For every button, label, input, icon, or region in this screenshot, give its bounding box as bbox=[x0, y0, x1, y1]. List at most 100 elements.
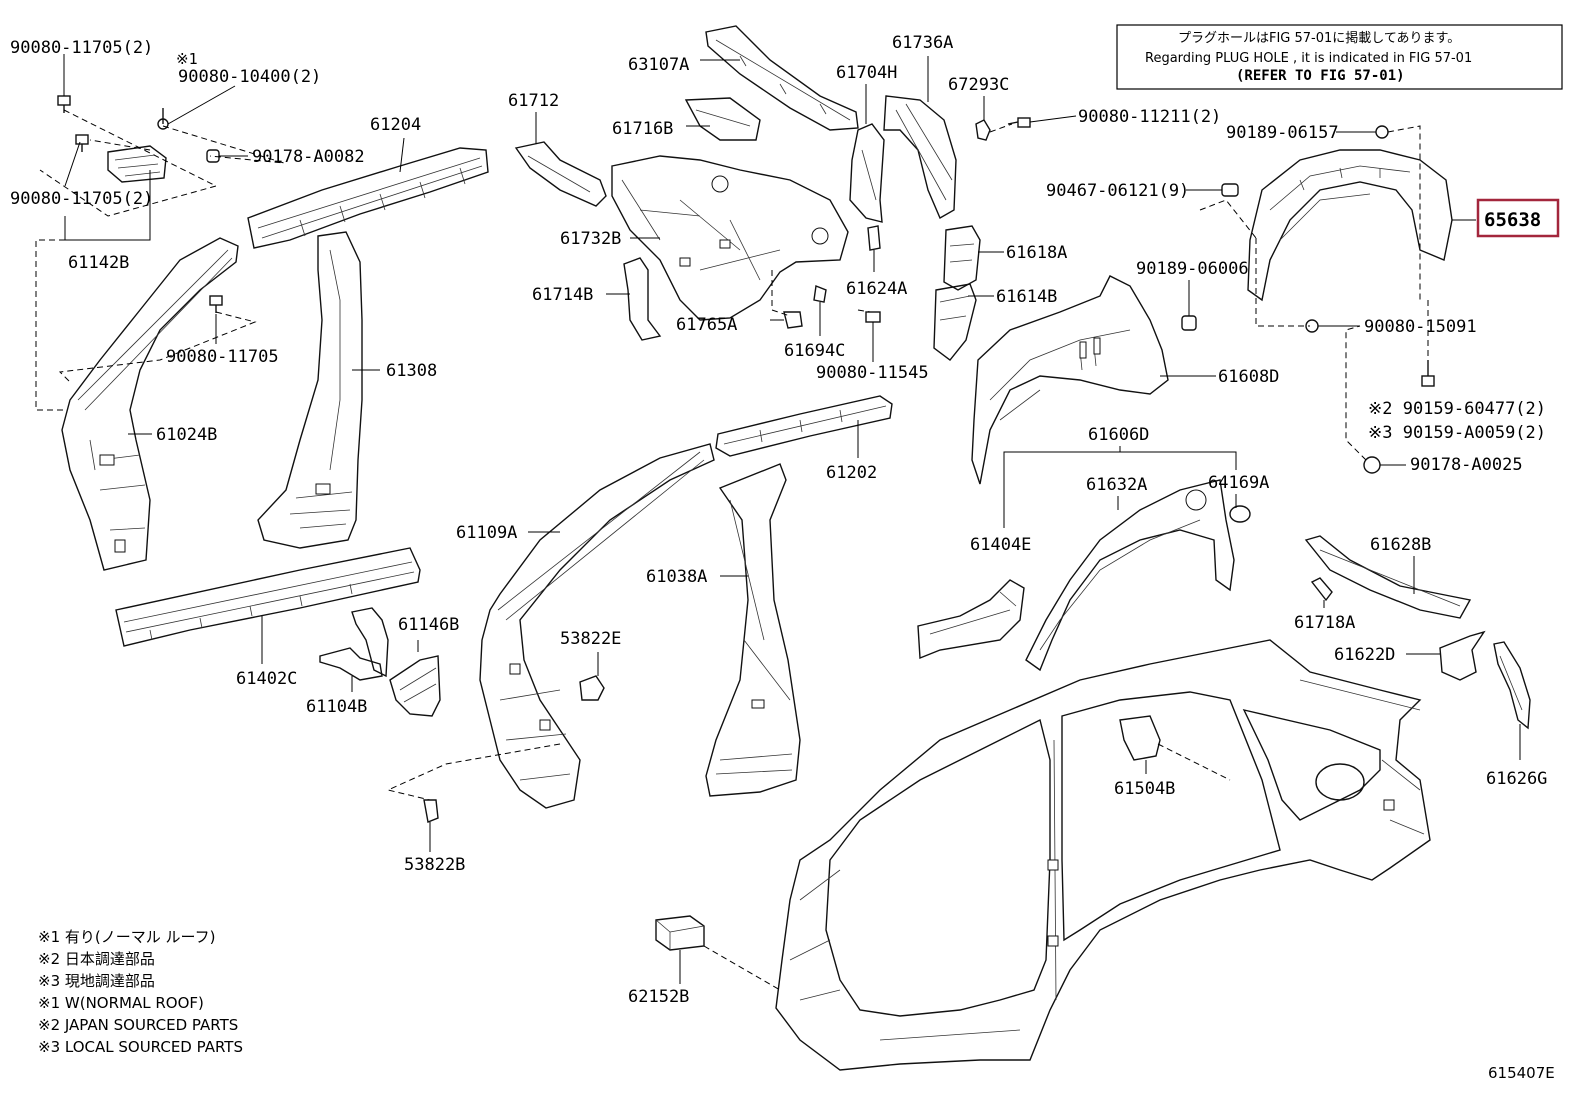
bolt-icon bbox=[209, 295, 223, 313]
label-61732b[interactable]: 61732B bbox=[560, 229, 621, 249]
screw-icon bbox=[1421, 300, 1435, 387]
label-61308[interactable]: 61308 bbox=[386, 361, 437, 381]
label-61736a[interactable]: 61736A bbox=[892, 33, 953, 53]
label-90080-11705-2-mid[interactable]: 90080-11705(2) bbox=[10, 189, 153, 209]
figure-number: 615407E bbox=[1488, 1064, 1555, 1082]
label-61718a[interactable]: 61718A bbox=[1294, 613, 1355, 633]
part-61732b bbox=[611, 155, 849, 321]
part-61104b bbox=[319, 647, 383, 692]
part-61714b bbox=[606, 257, 662, 341]
label-61622d[interactable]: 61622D bbox=[1334, 645, 1395, 665]
part-62152b bbox=[655, 915, 781, 991]
label-61038a[interactable]: 61038A bbox=[646, 567, 707, 587]
label-61628b[interactable]: 61628B bbox=[1370, 535, 1431, 555]
label-90178-a0082[interactable]: 90178-A0082 bbox=[252, 147, 365, 167]
part-61628b bbox=[1304, 535, 1472, 619]
label-90080-11705-2-top[interactable]: 90080-11705(2) bbox=[10, 38, 153, 58]
hinge-bracket-part bbox=[107, 145, 167, 183]
legend-line-5: ※2 JAPAN SOURCED PARTS bbox=[38, 1016, 238, 1034]
label-61146b[interactable]: 61146B bbox=[398, 615, 459, 635]
nut-icon bbox=[857, 309, 881, 362]
label-61714b[interactable]: 61714B bbox=[532, 285, 593, 305]
legend-line-4: ※1 W(NORMAL ROOF) bbox=[38, 994, 204, 1012]
label-90080-11545[interactable]: 90080-11545 bbox=[816, 363, 929, 383]
bracket-61606d bbox=[1003, 446, 1237, 528]
label-61204[interactable]: 61204 bbox=[370, 115, 421, 135]
bolt-icon bbox=[57, 54, 71, 113]
label-90189-06006[interactable]: 90189-06006 bbox=[1136, 259, 1249, 279]
label-61618a[interactable]: 61618A bbox=[1006, 243, 1067, 263]
label-65638[interactable]: 65638 bbox=[1484, 209, 1541, 231]
label-63107a[interactable]: 63107A bbox=[628, 55, 689, 75]
label-61716b[interactable]: 61716B bbox=[612, 119, 673, 139]
highlight-65638[interactable]: 65638 bbox=[1476, 198, 1560, 238]
label-53822b[interactable]: 53822B bbox=[404, 855, 465, 875]
label-61404e[interactable]: 61404E bbox=[970, 535, 1031, 555]
part-61712 bbox=[514, 112, 607, 207]
label-61712[interactable]: 61712 bbox=[508, 91, 559, 111]
legend-line-6: ※3 LOCAL SOURCED PARTS bbox=[38, 1038, 243, 1056]
part-61622d bbox=[1406, 630, 1486, 681]
label-90159-60477-2[interactable]: ※2 90159-60477(2) bbox=[1368, 399, 1546, 419]
label-90080-10400-2[interactable]: 90080-10400(2) bbox=[178, 67, 321, 87]
part-61146b bbox=[351, 607, 441, 717]
plug-hole-note: プラグホールはFIG 57-01に掲載してあります。 Regarding PLU… bbox=[1116, 24, 1563, 90]
label-61632a[interactable]: 61632A bbox=[1086, 475, 1147, 495]
label-90080-11705[interactable]: 90080-11705 bbox=[166, 347, 279, 367]
part-61632a bbox=[1025, 479, 1235, 672]
label-90178-a0025[interactable]: 90178-A0025 bbox=[1410, 455, 1523, 475]
label-61624a[interactable]: 61624A bbox=[846, 279, 907, 299]
part-61614b bbox=[933, 283, 994, 361]
label-67293c[interactable]: 67293C bbox=[948, 75, 1009, 95]
label-90189-06157[interactable]: 90189-06157 bbox=[1226, 123, 1339, 143]
legend: ※1 有り(ノーマル ルーフ) ※2 日本調達部品 ※3 現地調達部品 ※1 W… bbox=[38, 928, 243, 1056]
label-90467-06121-9[interactable]: 90467-06121(9) bbox=[1046, 181, 1189, 201]
part-61736a bbox=[883, 56, 957, 219]
part-61024b bbox=[58, 237, 257, 571]
part-61624a bbox=[867, 225, 881, 272]
part-61718a bbox=[1310, 577, 1333, 608]
label-61402c[interactable]: 61402C bbox=[236, 669, 297, 689]
label-61765a[interactable]: 61765A bbox=[676, 315, 737, 335]
part-61765a-61694c bbox=[770, 270, 827, 336]
label-61142b[interactable]: 61142B bbox=[68, 253, 129, 273]
clip-icon bbox=[1186, 183, 1257, 239]
note-line-2: Regarding PLUG HOLE , it is indicated in… bbox=[1145, 51, 1472, 66]
part-61202 bbox=[715, 395, 893, 458]
part-61404e bbox=[917, 579, 1025, 660]
screw-icon bbox=[1336, 125, 1421, 300]
bolt-icon bbox=[989, 115, 1077, 133]
label-90080-11211-2[interactable]: 90080-11211(2) bbox=[1078, 107, 1221, 127]
part-group-61142b bbox=[35, 54, 285, 411]
legend-line-1: ※1 有り(ノーマル ルーフ) bbox=[38, 928, 215, 946]
label-61704h[interactable]: 61704H bbox=[836, 63, 897, 83]
label-90080-15091[interactable]: 90080-15091 bbox=[1364, 317, 1477, 337]
label-61109a[interactable]: 61109A bbox=[456, 523, 517, 543]
part-61402c bbox=[115, 547, 421, 664]
part-61608d bbox=[971, 275, 1216, 485]
label-61626g[interactable]: 61626G bbox=[1486, 769, 1547, 789]
label-61614b[interactable]: 61614B bbox=[996, 287, 1057, 307]
label-62152b[interactable]: 62152B bbox=[628, 987, 689, 1007]
nut-icon bbox=[1345, 325, 1406, 474]
label-53822e[interactable]: 53822E bbox=[560, 629, 621, 649]
part-61716b bbox=[684, 97, 761, 141]
part-61204 bbox=[247, 137, 489, 249]
label-61024b[interactable]: 61024B bbox=[156, 425, 217, 445]
part-61038a bbox=[705, 463, 801, 797]
label-61606d[interactable]: 61606D bbox=[1088, 425, 1149, 445]
label-61608d[interactable]: 61608D bbox=[1218, 367, 1279, 387]
label-64169a[interactable]: 64169A bbox=[1208, 473, 1269, 493]
label-61104b[interactable]: 61104B bbox=[306, 697, 367, 717]
label-90159-a0059-2[interactable]: ※3 90159-A0059(2) bbox=[1368, 423, 1546, 443]
clip-icon bbox=[206, 149, 248, 163]
part-61626g bbox=[1493, 641, 1531, 760]
part-61308 bbox=[257, 231, 380, 549]
bolt-icon bbox=[64, 134, 89, 187]
label-61694c[interactable]: 61694C bbox=[784, 341, 845, 361]
note-line-3: (REFER TO FIG 57-01) bbox=[1236, 68, 1405, 84]
label-61504b[interactable]: 61504B bbox=[1114, 779, 1175, 799]
part-61618a bbox=[943, 225, 1004, 291]
label-61202[interactable]: 61202 bbox=[826, 463, 877, 483]
